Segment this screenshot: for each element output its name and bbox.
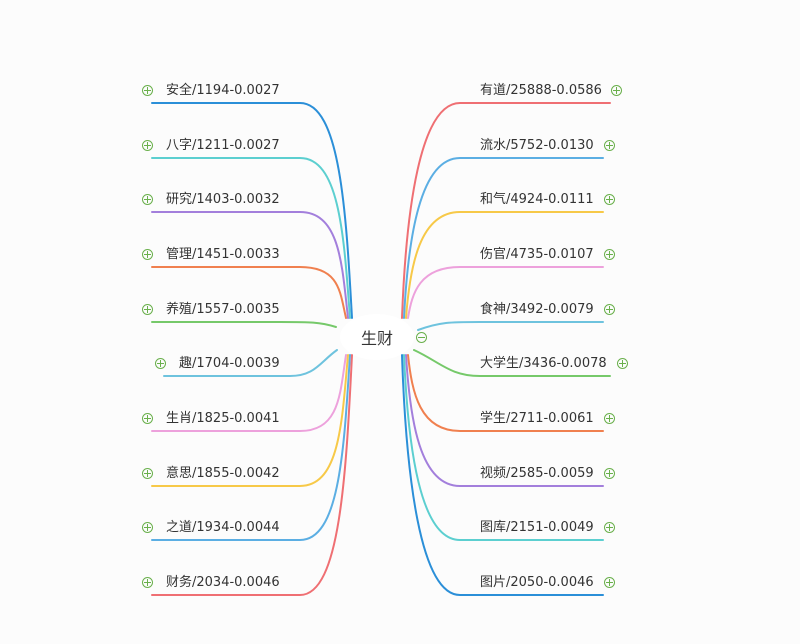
minus-circle-icon[interactable] [416,332,427,343]
plus-circle-icon[interactable] [142,194,153,205]
plus-circle-icon[interactable] [142,468,153,479]
right-node-1[interactable]: 流水/5752-0.0130 [480,138,594,153]
plus-circle-icon[interactable] [604,249,615,260]
right-node-4[interactable]: 食神/3492-0.0079 [480,302,594,317]
plus-circle-icon[interactable] [142,304,153,315]
plus-circle-icon[interactable] [617,358,628,369]
left-node-5[interactable]: 趣/1704-0.0039 [179,356,280,371]
plus-circle-icon[interactable] [142,522,153,533]
right-node-7[interactable]: 视频/2585-0.0059 [480,466,594,481]
root-label: 生财 [360,329,393,348]
plus-circle-icon[interactable] [142,413,153,424]
left-node-2[interactable]: 研究/1403-0.0032 [166,192,280,207]
right-node-3[interactable]: 伤官/4735-0.0107 [480,247,594,262]
left-node-9[interactable]: 财务/2034-0.0046 [166,575,280,590]
right-node-9[interactable]: 图片/2050-0.0046 [480,575,594,590]
left-node-0[interactable]: 安全/1194-0.0027 [166,83,280,98]
left-node-1[interactable]: 八字/1211-0.0027 [166,138,280,153]
root-node[interactable]: 生财 [340,314,414,360]
left-node-3[interactable]: 管理/1451-0.0033 [166,247,280,262]
plus-circle-icon[interactable] [604,413,615,424]
plus-circle-icon[interactable] [604,468,615,479]
left-node-6[interactable]: 生肖/1825-0.0041 [166,411,280,426]
plus-circle-icon[interactable] [142,577,153,588]
plus-circle-icon[interactable] [611,85,622,96]
right-node-2[interactable]: 和气/4924-0.0111 [480,192,594,207]
left-node-8[interactable]: 之道/1934-0.0044 [166,520,280,535]
plus-circle-icon[interactable] [142,140,153,151]
plus-circle-icon[interactable] [604,577,615,588]
plus-circle-icon[interactable] [142,249,153,260]
plus-circle-icon[interactable] [604,304,615,315]
left-node-7[interactable]: 意思/1855-0.0042 [166,466,280,481]
left-node-4[interactable]: 养殖/1557-0.0035 [166,302,280,317]
right-node-5[interactable]: 大学生/3436-0.0078 [480,356,607,371]
right-node-6[interactable]: 学生/2711-0.0061 [480,411,594,426]
plus-circle-icon[interactable] [604,522,615,533]
plus-circle-icon[interactable] [604,194,615,205]
right-node-0[interactable]: 有道/25888-0.0586 [480,83,602,98]
right-node-8[interactable]: 图库/2151-0.0049 [480,520,594,535]
plus-circle-icon[interactable] [604,140,615,151]
plus-circle-icon[interactable] [142,85,153,96]
plus-circle-icon[interactable] [155,358,166,369]
